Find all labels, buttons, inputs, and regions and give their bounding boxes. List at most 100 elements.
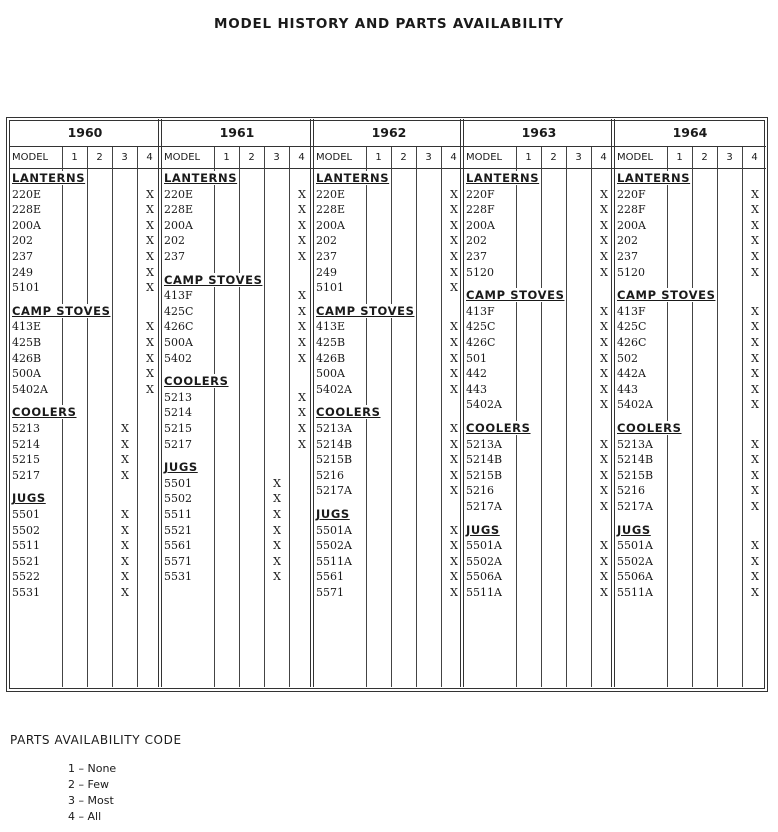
model-number: 5522	[12, 570, 40, 584]
availability-mark: X	[298, 304, 306, 318]
availability-mark: X	[450, 281, 458, 295]
model-number: 5531	[164, 570, 192, 584]
section-heading-lanterns: LANTERNS	[316, 171, 392, 185]
availability-mark: X	[751, 539, 759, 553]
column-header-code-3: 3	[575, 152, 582, 163]
availability-mark: X	[146, 250, 154, 263]
legend-item-none: 1 – None	[68, 762, 117, 775]
availability-mark: X	[273, 508, 281, 521]
availability-mark: X	[121, 468, 129, 482]
column-header-model: MODEL	[12, 152, 49, 163]
section-heading-camp-stoves: CAMP STOVES	[12, 303, 113, 318]
model-number: 5214B	[617, 453, 654, 467]
availability-mark: X	[450, 187, 458, 201]
model-number: 5402A	[316, 382, 352, 396]
section-heading-jugs: JUGS	[164, 460, 200, 475]
availability-mark: X	[298, 406, 306, 420]
availability-mark: X	[146, 265, 154, 279]
model-number: 413F	[466, 304, 495, 318]
column-divider	[137, 147, 138, 687]
section-heading-jugs: JUGS	[316, 507, 352, 521]
availability-mark: X	[751, 484, 759, 498]
availability-mark: X	[121, 508, 129, 521]
column-divider	[391, 147, 392, 687]
model-number: 202	[12, 234, 33, 248]
availability-mark: X	[273, 554, 281, 568]
column-header-code-3: 3	[273, 152, 280, 163]
availability-mark: X	[298, 336, 306, 349]
column-header-code-1: 1	[223, 152, 230, 163]
model-number: 220E	[164, 187, 194, 201]
availability-mark: X	[450, 320, 458, 334]
legend-item-all: 4 – All	[68, 810, 102, 823]
model-number: 413F	[164, 289, 193, 303]
model-number: 425B	[12, 336, 42, 349]
availability-mark: X	[121, 437, 129, 451]
availability-mark: X	[751, 586, 759, 599]
column-header-code-2: 2	[400, 152, 407, 163]
model-number: 220E	[12, 187, 42, 201]
model-number: 426C	[617, 336, 647, 349]
availability-mark: X	[146, 320, 154, 334]
availability-mark: X	[146, 351, 154, 365]
availability-mark: X	[298, 422, 306, 435]
section-heading-camp-stoves: CAMP STOVES	[466, 288, 567, 303]
model-number: 426C	[164, 320, 194, 334]
model-number: 501	[466, 351, 487, 365]
section-heading-lanterns: LANTERNS	[617, 171, 693, 185]
section-heading-coolers: COOLERS	[466, 421, 533, 435]
model-number: 5511A	[617, 586, 653, 599]
availability-mark: X	[298, 320, 306, 334]
model-number: 237	[12, 250, 33, 263]
availability-mark: X	[600, 570, 608, 584]
model-number: 5216	[617, 484, 645, 498]
model-number: 237	[164, 250, 185, 263]
availability-mark: X	[273, 476, 281, 490]
model-number: 425B	[316, 336, 346, 349]
availability-mark: X	[298, 234, 306, 248]
availability-mark: X	[600, 304, 608, 318]
availability-mark: X	[751, 218, 759, 232]
column-divider	[264, 147, 265, 687]
year-header: 1962	[313, 119, 465, 147]
availability-mark: X	[450, 570, 458, 584]
model-number: 5501A	[466, 539, 502, 553]
model-number: 5215B	[617, 468, 654, 482]
model-number: 5402A	[466, 398, 502, 412]
column-divider	[591, 147, 592, 687]
parts-table-frame	[6, 117, 768, 692]
column-divider	[441, 147, 442, 687]
model-number: 5402A	[617, 398, 653, 412]
column-header-model: MODEL	[466, 152, 503, 163]
availability-mark: X	[751, 234, 759, 248]
column-divider	[692, 147, 693, 687]
column-header-code-1: 1	[525, 152, 532, 163]
availability-mark: X	[298, 351, 306, 365]
section-heading-jugs: JUGS	[12, 491, 48, 506]
column-divider	[214, 147, 215, 687]
availability-mark: X	[600, 453, 608, 467]
model-number: 5217A	[617, 500, 653, 513]
model-number: 5215B	[316, 453, 353, 467]
model-number: 500A	[316, 367, 345, 381]
model-number: 228E	[164, 203, 194, 217]
column-header-model: MODEL	[617, 152, 654, 163]
availability-mark: X	[600, 218, 608, 232]
model-number: 5213	[12, 422, 40, 435]
year-divider	[611, 119, 615, 687]
column-header-code-4: 4	[450, 152, 457, 163]
availability-mark: X	[600, 382, 608, 396]
availability-mark: X	[600, 539, 608, 553]
model-number: 442	[466, 367, 487, 381]
availability-mark: X	[751, 187, 759, 201]
model-number: 5402	[164, 351, 192, 365]
availability-mark: X	[273, 523, 281, 537]
section-heading-camp-stoves: CAMP STOVES	[316, 303, 417, 318]
model-number: 5101	[316, 281, 344, 295]
availability-mark: X	[450, 437, 458, 451]
model-number: 425C	[164, 304, 194, 318]
model-number: 5501	[164, 476, 192, 490]
model-number: 228F	[466, 203, 495, 217]
